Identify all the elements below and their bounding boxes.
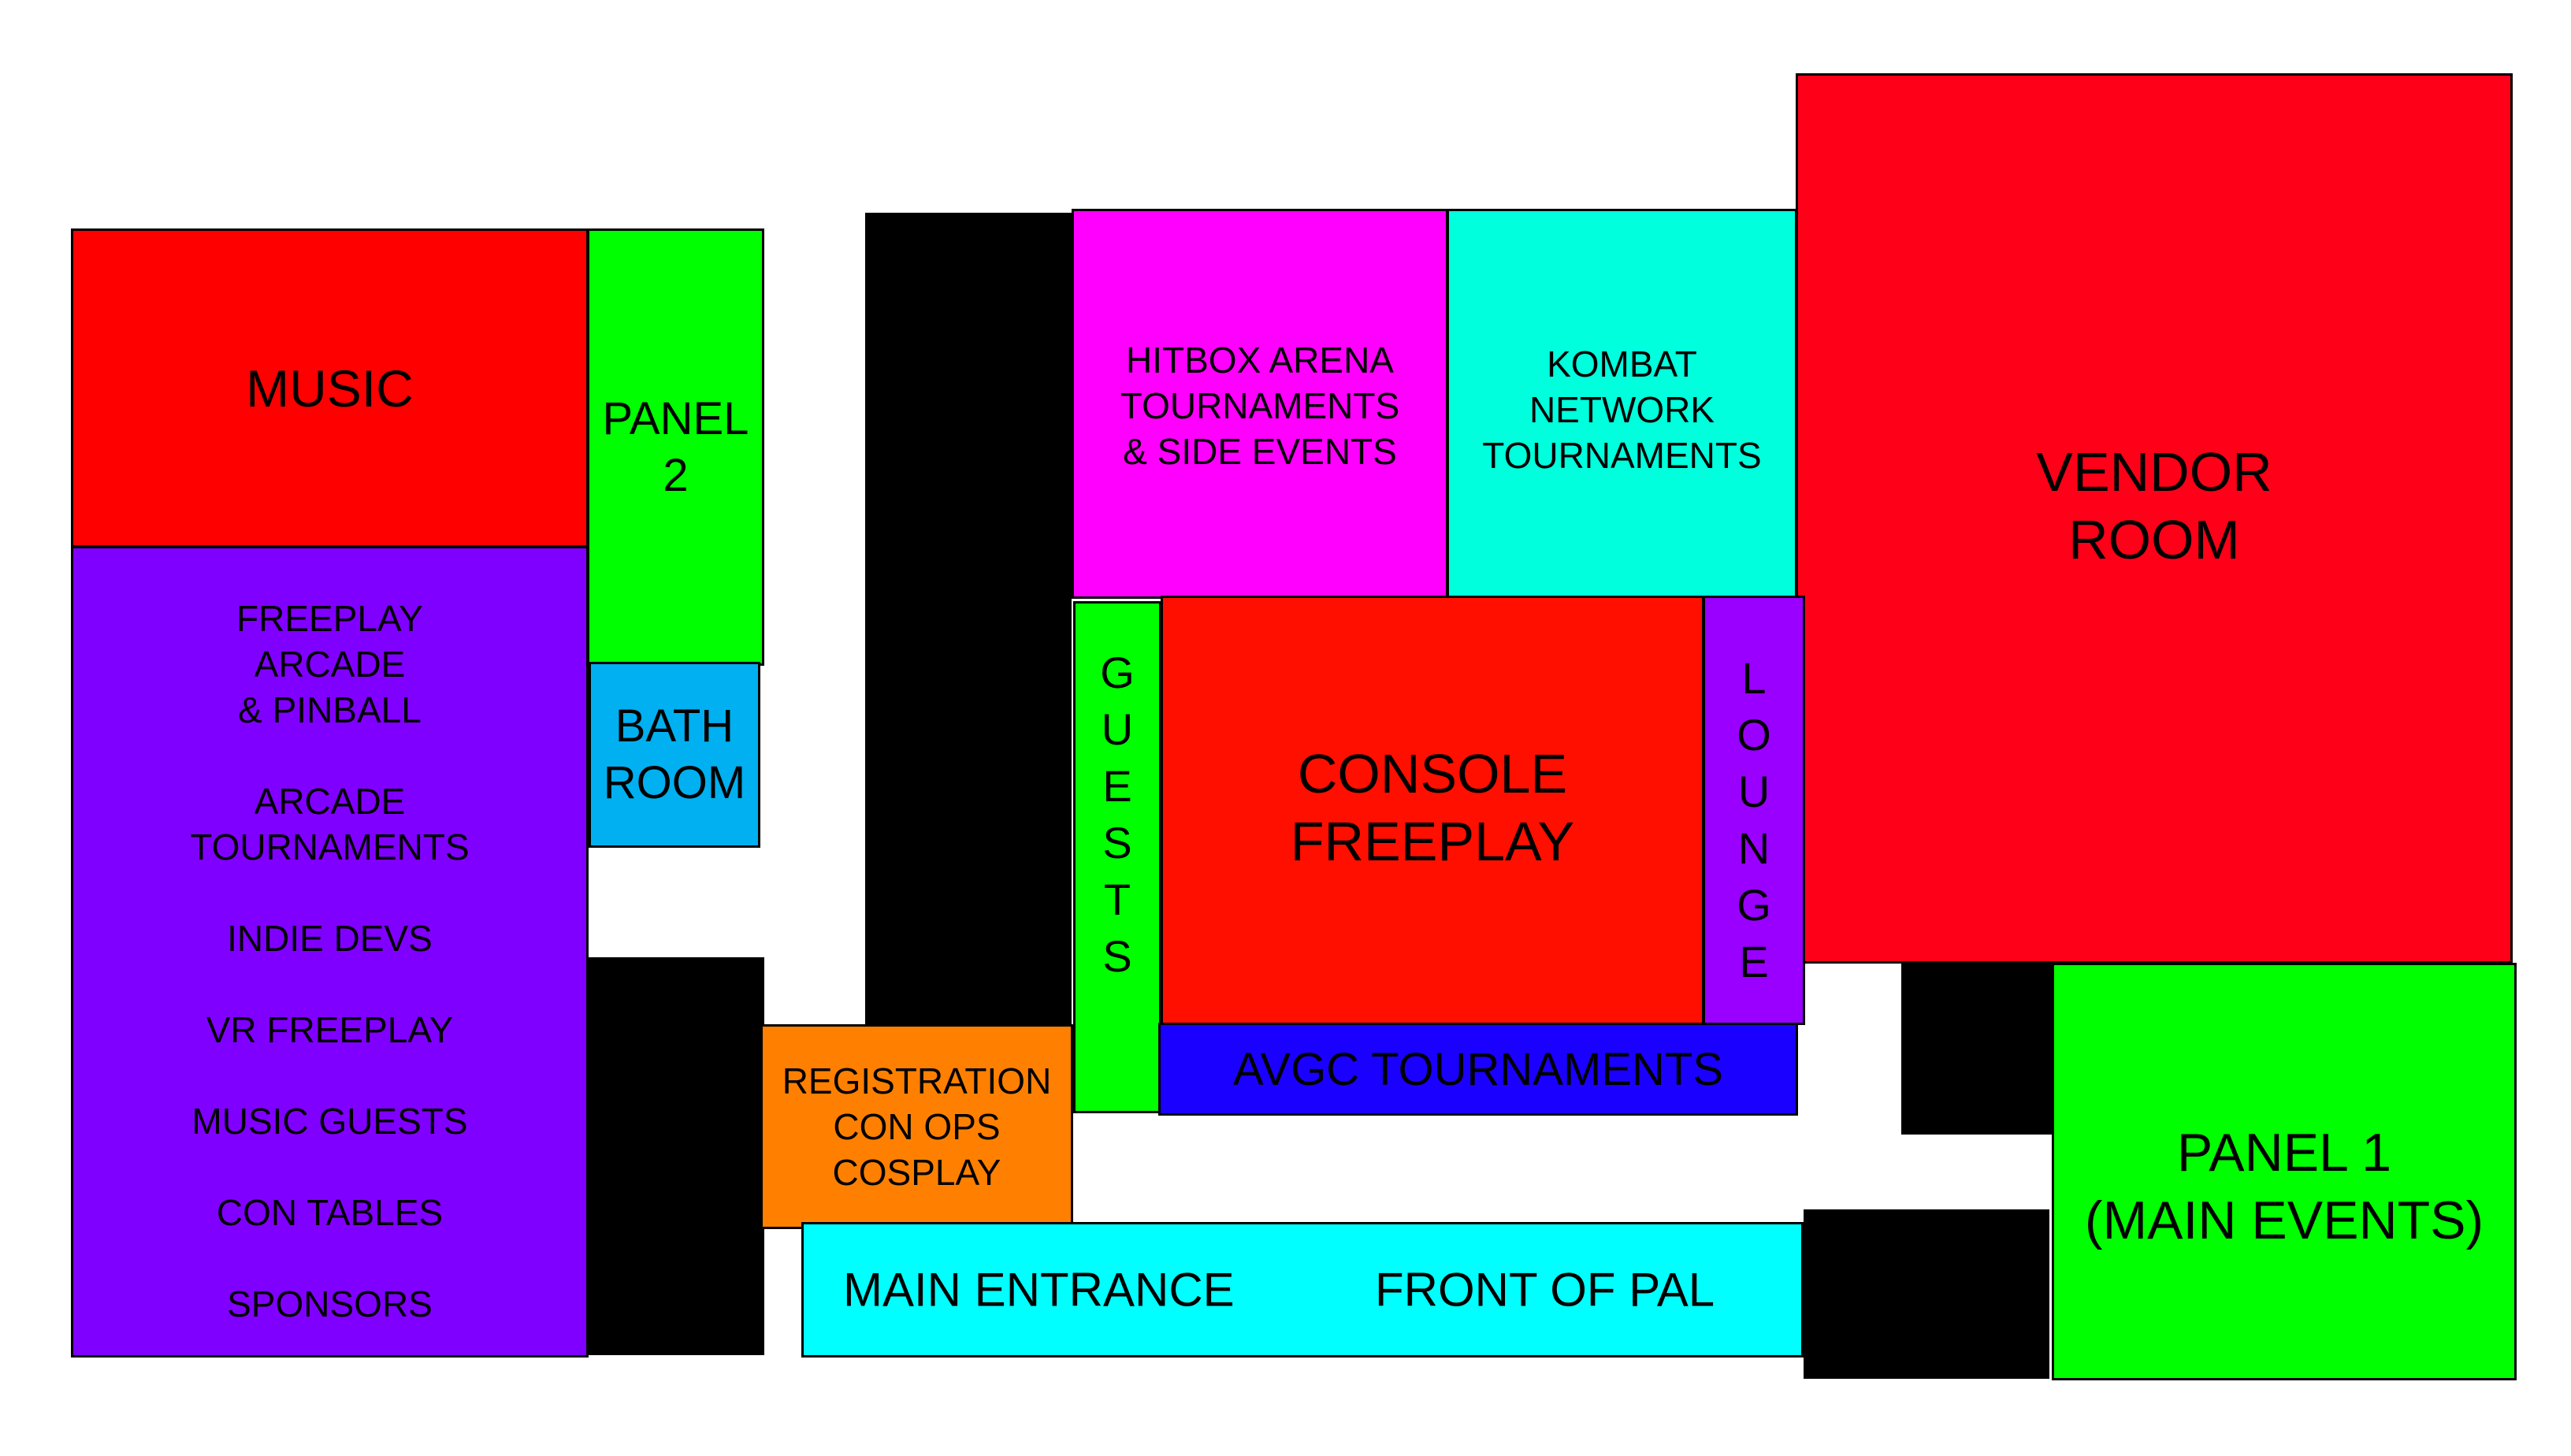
room-freeplay-arcade-line: MUSIC GUESTS xyxy=(191,1101,468,1142)
room-hitbox-arena-line: TOURNAMENTS xyxy=(1120,385,1400,426)
room-guests-letter: S xyxy=(1102,818,1132,867)
room-kombat-network-line: TOURNAMENTS xyxy=(1482,435,1762,476)
room-lounge-letter: G xyxy=(1737,880,1771,930)
room-kombat-network[interactable]: KOMBAT NETWORK TOURNAMENTS xyxy=(1447,209,1797,599)
room-lounge-letter: L xyxy=(1741,653,1767,703)
room-freeplay-arcade-line: & PINBALL xyxy=(238,689,422,730)
wall-block-right-upper xyxy=(1901,961,2056,1135)
room-hitbox-arena-line: & SIDE EVENTS xyxy=(1123,431,1397,472)
wall-block-left xyxy=(587,957,764,1355)
room-panel-1-line: PANEL 1 xyxy=(2176,1123,2392,1183)
room-guests-letter: T xyxy=(1103,875,1131,924)
room-console-freeplay-line: CONSOLE xyxy=(1297,743,1568,804)
room-lounge-letter: O xyxy=(1737,710,1771,760)
room-freeplay-arcade-line: CON TABLES xyxy=(216,1192,444,1233)
room-lounge-letter: E xyxy=(1739,937,1769,986)
room-panel-2-line: PANEL xyxy=(602,392,749,444)
room-registration-line: REGISTRATION xyxy=(782,1060,1052,1101)
front-of-pal-label: FRONT OF PAL xyxy=(1375,1263,1715,1317)
main-entrance-label: MAIN ENTRANCE xyxy=(843,1263,1235,1317)
room-lounge-letter: N xyxy=(1737,823,1770,873)
room-freeplay-arcade-line: VR FREEPLAY xyxy=(206,1009,454,1050)
room-freeplay-arcade-line: INDIE DEVS xyxy=(227,918,433,959)
room-freeplay-arcade[interactable]: FREEPLAY ARCADE & PINBALL ARCADE TOURNAM… xyxy=(71,546,589,1358)
room-avgc-tournaments[interactable]: AVGC TOURNAMENTS xyxy=(1158,1023,1798,1116)
room-lounge-letter: U xyxy=(1737,767,1770,816)
wall-block-center xyxy=(865,213,1072,1024)
room-panel-1-line: (MAIN EVENTS) xyxy=(2084,1190,2484,1250)
room-guests-letter: U xyxy=(1101,704,1134,754)
room-registration-line: COSPLAY xyxy=(832,1152,1001,1193)
room-panel-2[interactable]: PANEL 2 xyxy=(587,228,764,666)
room-console-freeplay-line: FREEPLAY xyxy=(1290,811,1575,872)
room-vendor-line: ROOM xyxy=(2068,509,2240,570)
room-freeplay-arcade-line: SPONSORS xyxy=(227,1283,433,1324)
room-freeplay-arcade-line: ARCADE xyxy=(254,781,406,822)
room-guests-letter: E xyxy=(1102,761,1132,811)
room-avgc-tournaments-label: AVGC TOURNAMENTS xyxy=(1233,1043,1723,1095)
room-bathroom[interactable]: BATH ROOM xyxy=(589,662,760,848)
room-bathroom-line: BATH xyxy=(615,700,734,752)
room-music-label: MUSIC xyxy=(246,358,414,418)
room-freeplay-arcade-line: ARCADE xyxy=(254,644,406,685)
room-registration[interactable]: REGISTRATION CON OPS COSPLAY xyxy=(760,1024,1073,1229)
room-vendor[interactable]: VENDOR ROOM xyxy=(1796,73,2513,964)
room-console-freeplay[interactable]: CONSOLE FREEPLAY xyxy=(1161,596,1704,1025)
room-music[interactable]: MUSIC xyxy=(71,228,589,548)
room-kombat-network-line: NETWORK xyxy=(1529,389,1715,430)
room-kombat-network-line: KOMBAT xyxy=(1547,344,1697,384)
room-guests-letter: G xyxy=(1100,648,1135,697)
room-lounge[interactable]: L O U N G E xyxy=(1703,596,1805,1025)
room-registration-line: CON OPS xyxy=(833,1106,1001,1147)
room-main-entrance[interactable]: MAIN ENTRANCE FRONT OF PAL xyxy=(801,1222,1804,1358)
room-panel-2-line: 2 xyxy=(663,449,689,501)
room-hitbox-arena[interactable]: HITBOX ARENA TOURNAMENTS & SIDE EVENTS xyxy=(1072,209,1448,599)
room-bathroom-line: ROOM xyxy=(603,757,746,808)
room-freeplay-arcade-line: FREEPLAY xyxy=(236,598,423,639)
room-freeplay-arcade-line: TOURNAMENTS xyxy=(190,826,470,867)
wall-block-right-lower xyxy=(1804,1209,2049,1379)
room-panel-1[interactable]: PANEL 1 (MAIN EVENTS) xyxy=(2052,963,2517,1380)
room-hitbox-arena-line: HITBOX ARENA xyxy=(1126,340,1394,381)
room-vendor-line: VENDOR xyxy=(2036,441,2272,503)
room-guests[interactable]: G U E S T S xyxy=(1073,601,1161,1113)
room-guests-letter: S xyxy=(1102,931,1132,981)
